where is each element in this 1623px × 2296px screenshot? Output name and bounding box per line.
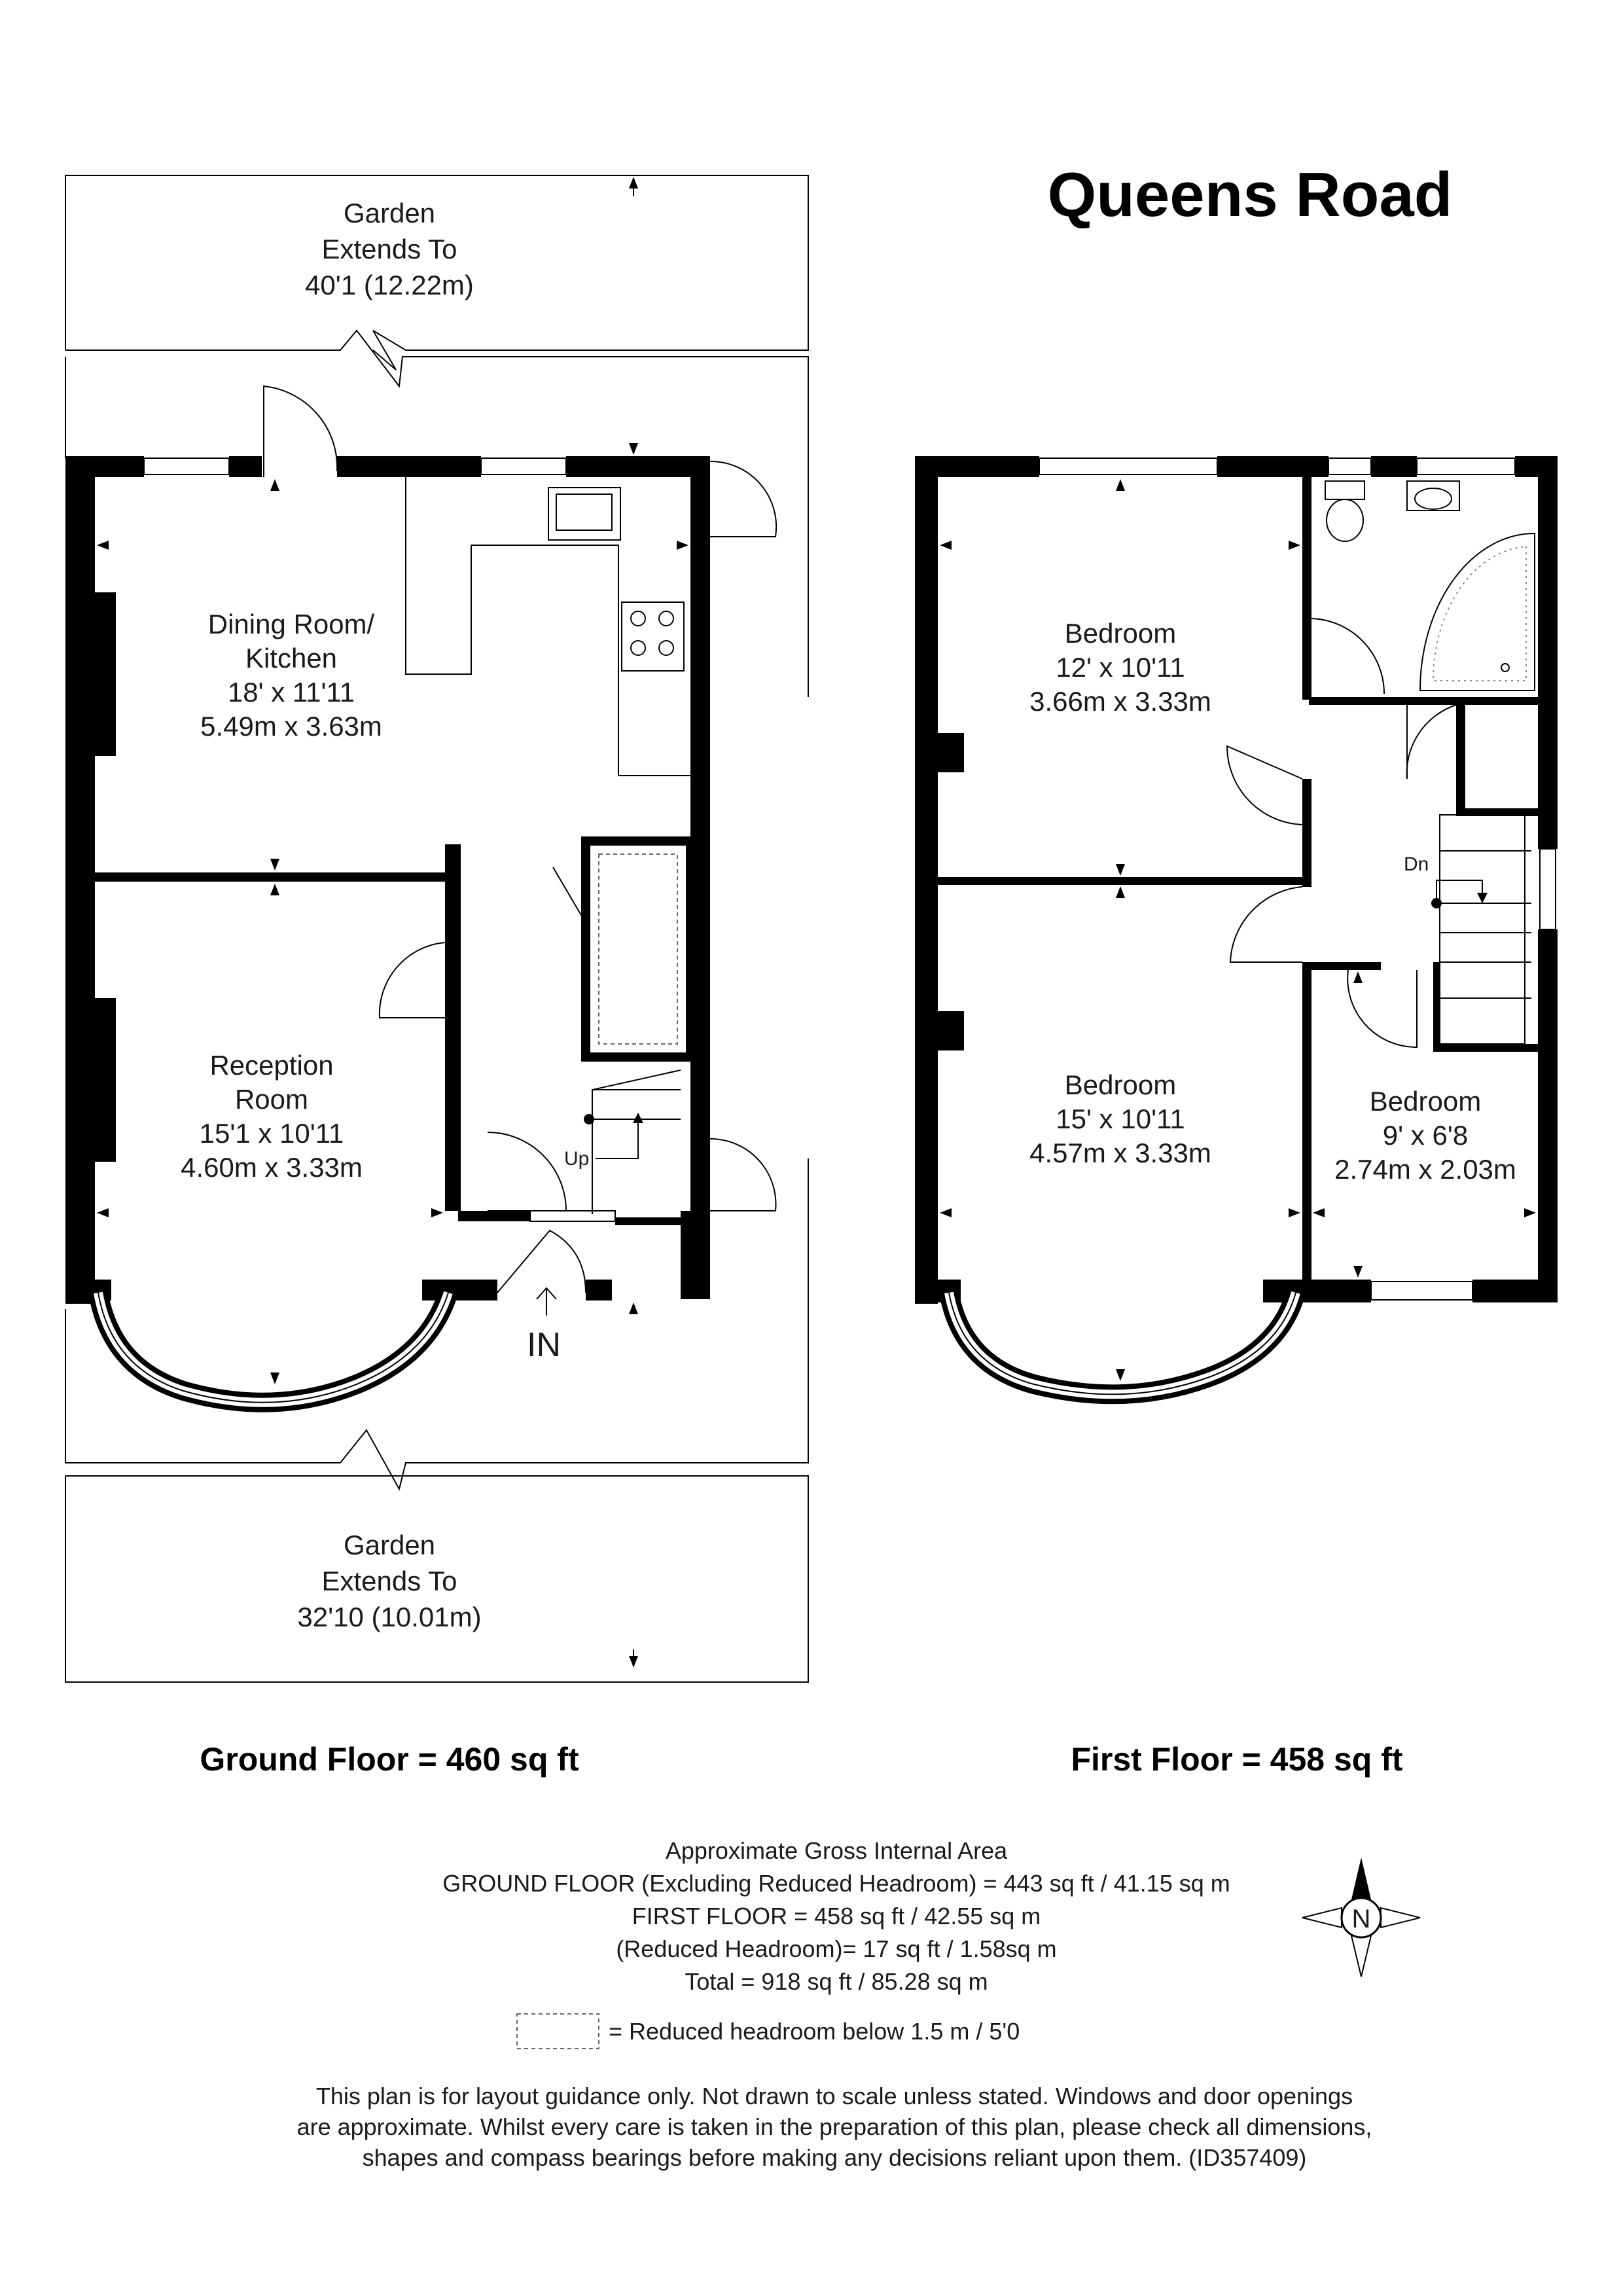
dimension-arrow-icon — [629, 177, 638, 188]
bedroom-front-name: Bedroom — [1065, 1069, 1176, 1100]
bedroom-rear-door[interactable] — [1226, 745, 1303, 825]
area-reduced: (Reduced Headroom)= 17 sq ft / 1.58sq m — [616, 1935, 1056, 1962]
first-floor-walls — [915, 456, 1558, 1304]
rear-garden-length: 40'1 (12.22m) — [305, 270, 474, 300]
staircase-up: Up — [564, 1069, 681, 1214]
entrance-arrow-icon — [536, 1287, 557, 1316]
legend: = Reduced headroom below 1.5 m / 5'0 — [516, 2013, 1020, 2049]
reception-door[interactable] — [378, 942, 446, 1018]
window — [1416, 457, 1516, 475]
dimension-markers — [940, 479, 1536, 1381]
rear-garden-label: Garden — [344, 198, 435, 228]
bedroom-front-metric: 4.57m x 3.33m — [1029, 1138, 1211, 1168]
dimension-arrow-icon — [629, 1656, 638, 1668]
first-floor-plan: Dn Bedroom 12' x 10'11 3.66m x 3.33m Bed… — [915, 456, 1558, 1405]
stairs-down-label: Dn — [1404, 853, 1429, 875]
window — [1539, 848, 1556, 930]
disclaimer-line-1: This plan is for layout guidance only. N… — [316, 2083, 1353, 2109]
front-garden-label: Garden — [344, 1530, 435, 1560]
reception-room-name-2: Room — [235, 1084, 308, 1115]
dining-room-metric: 5.49m x 3.63m — [200, 711, 382, 742]
gross-internal-area: Approximate Gross Internal Area GROUND F… — [442, 1837, 1230, 1995]
bedroom-small-metric: 2.74m x 2.03m — [1334, 1154, 1516, 1185]
hall-door[interactable] — [487, 1132, 567, 1211]
toilet-icon — [1325, 480, 1365, 500]
bedroom-front-imperial: 15' x 10'11 — [1056, 1103, 1185, 1134]
entrance-label: IN — [527, 1326, 561, 1364]
first-floor-area: First Floor = 458 sq ft — [1071, 1741, 1402, 1778]
dining-room-imperial: 18' x 11'11 — [228, 677, 355, 708]
stairs-up-label: Up — [564, 1148, 589, 1170]
bedroom-rear-metric: 3.66m x 3.33m — [1029, 686, 1211, 717]
ground-floor-walls — [65, 456, 710, 1304]
area-first: FIRST FLOOR = 458 sq ft / 42.55 sq m — [632, 1903, 1041, 1929]
rear-garden-extends: Extends To — [321, 234, 457, 264]
bathroom-door[interactable] — [1311, 618, 1385, 694]
window — [1370, 1281, 1473, 1300]
window — [480, 457, 567, 475]
legend-text: = Reduced headroom below 1.5 m / 5'0 — [609, 2018, 1020, 2045]
disclaimer-line-2: are approximate. Whilst every care is ta… — [297, 2113, 1372, 2140]
ground-floor-doors — [263, 385, 777, 1293]
area-heading: Approximate Gross Internal Area — [666, 1837, 1008, 1864]
side-door-rear[interactable] — [709, 460, 777, 537]
bathroom-fixtures — [1325, 480, 1535, 691]
dining-room-name-2: Kitchen — [245, 643, 337, 673]
ground-floor-area: Ground Floor = 460 sq ft — [200, 1741, 579, 1778]
front-garden-length: 32'10 (10.01m) — [297, 1602, 481, 1632]
reception-room-metric: 4.60m x 3.33m — [181, 1152, 363, 1183]
hob-icon — [621, 601, 685, 672]
compass-icon: N — [1302, 1857, 1421, 1977]
basin-icon — [1406, 480, 1460, 511]
shower-icon — [1419, 532, 1535, 691]
understairs-cupboard — [552, 836, 695, 1062]
front-door[interactable] — [497, 1229, 586, 1293]
reduced-headroom-swatch — [516, 2013, 599, 2049]
bedroom-front-door[interactable] — [1229, 886, 1303, 963]
window — [1039, 457, 1218, 475]
kitchen-units — [405, 477, 690, 776]
front-garden: Garden Extends To 32'10 (10.01m) — [65, 1158, 809, 1683]
first-floor-doors — [1226, 618, 1457, 1049]
bedroom-small-imperial: 9' x 6'8 — [1383, 1120, 1468, 1151]
staircase-down: Dn — [1404, 814, 1531, 1045]
ground-floor-plan: Garden Extends To 40'1 (12.22m) Garden E… — [65, 175, 809, 1683]
property-title: Queens Road — [1048, 160, 1453, 230]
disclaimer-line-3: shapes and compass bearings before makin… — [363, 2144, 1307, 2171]
bedroom-rear-imperial: 12' x 10'11 — [1056, 652, 1185, 683]
sink-icon — [548, 487, 621, 541]
reception-room-imperial: 15'1 x 10'11 — [200, 1118, 344, 1149]
window — [1328, 457, 1372, 475]
bay-window — [939, 1289, 1306, 1405]
dining-room-name: Dining Room/ — [208, 609, 375, 639]
reception-room-name: Reception — [209, 1050, 333, 1081]
dimension-markers — [97, 443, 688, 1384]
rear-garden: Garden Extends To 40'1 (12.22m) — [65, 175, 809, 697]
window — [529, 1210, 616, 1222]
rear-door[interactable] — [263, 385, 338, 477]
area-total: Total = 918 sq ft / 85.28 sq m — [685, 1968, 988, 1995]
bedroom-small-name: Bedroom — [1370, 1086, 1481, 1117]
front-garden-extends: Extends To — [321, 1566, 457, 1596]
window — [143, 457, 230, 475]
disclaimer: This plan is for layout guidance only. N… — [297, 2083, 1372, 2171]
area-ground: GROUND FLOOR (Excluding Reduced Headroom… — [442, 1870, 1230, 1897]
bedroom-small-door[interactable] — [1347, 969, 1418, 1049]
bedroom-rear-name: Bedroom — [1065, 618, 1176, 649]
bay-window — [88, 1289, 458, 1412]
side-door-front[interactable] — [709, 1138, 777, 1211]
compass-north-letter: N — [1352, 1905, 1371, 1933]
cupboard-door[interactable] — [1406, 704, 1457, 780]
